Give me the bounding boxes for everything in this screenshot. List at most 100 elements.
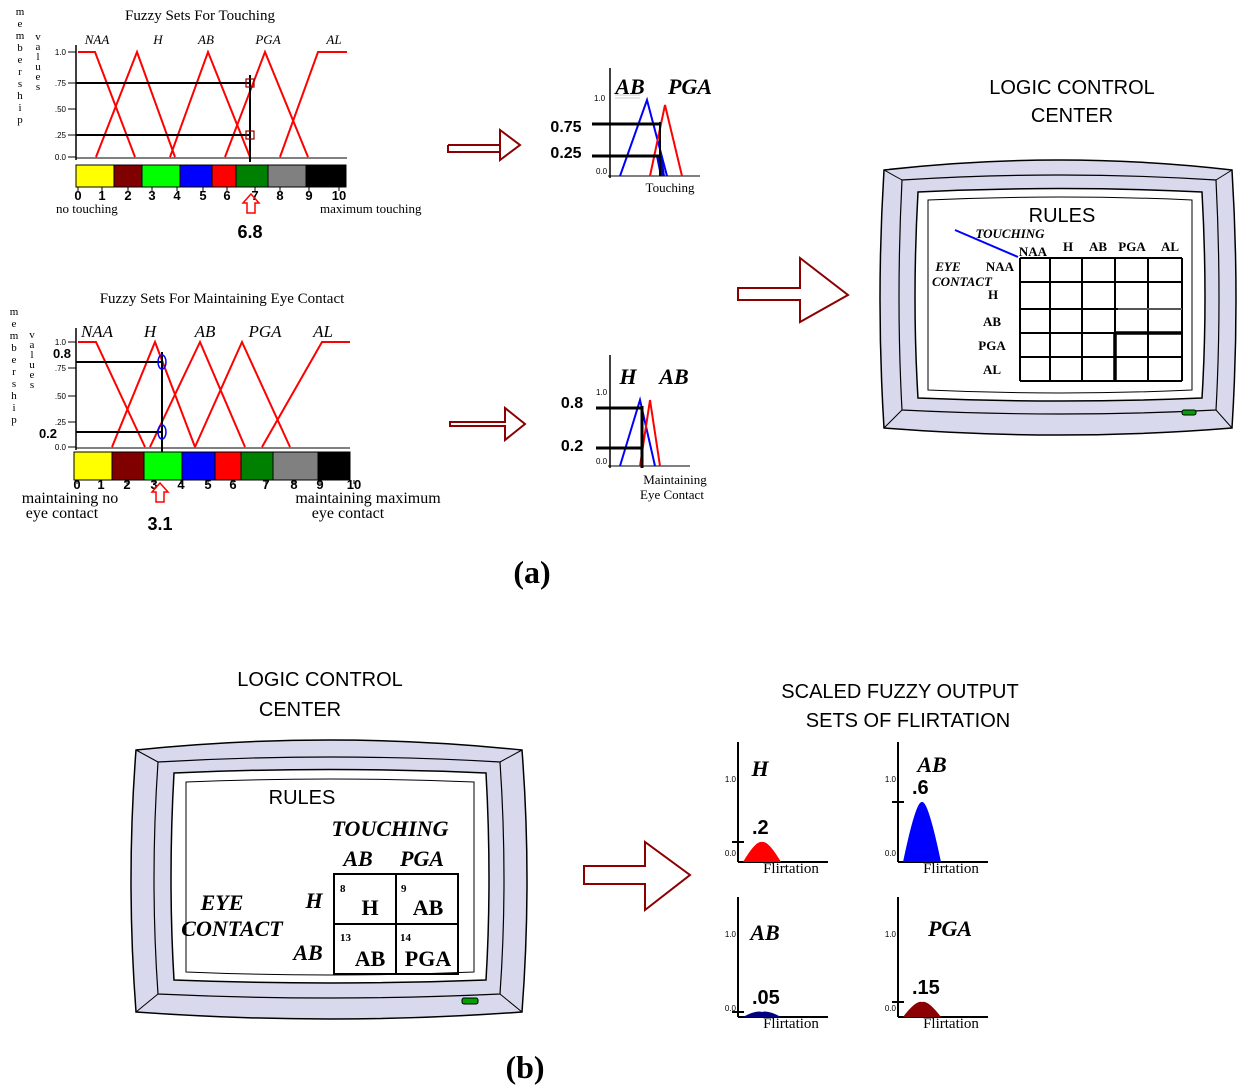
- flirtation-set-name: AB: [748, 920, 779, 945]
- eye-scale-segment: [73, 451, 113, 481]
- output-title-1: SCALED FUZZY OUTPUT: [781, 681, 1018, 703]
- eye-ylabel-letter: p: [11, 414, 17, 426]
- logic-center-b-col-header-2: PGA: [399, 846, 444, 871]
- monitor-b: [130, 739, 528, 1020]
- monitor-b-power-led: [461, 997, 479, 1005]
- flirtation-scaled-set: [743, 1011, 781, 1017]
- touching-scale-number: 6: [223, 188, 230, 203]
- logic-center-b-rule-grid: [333, 873, 459, 975]
- logic-center-a: LOGIC CONTROL CENTER RULES TOUCHING EYE …: [879, 77, 1237, 436]
- flirtation-xlabel: Flirtation: [923, 1016, 979, 1032]
- touching-result-tick-bottom: 0.0: [596, 167, 608, 176]
- flirtation-scaled-set: [743, 841, 781, 862]
- touching-tick-label: 1.0: [55, 48, 67, 57]
- eye-result-low: 0.2: [561, 438, 583, 455]
- eye-scale-number: 1: [97, 477, 104, 492]
- eye-scale-segment: [111, 451, 145, 481]
- flirtation-tick-top: 1.0: [885, 930, 897, 939]
- eye-ylabel-values-letter: l: [30, 349, 33, 361]
- touching-ylabel-values-letter: s: [36, 81, 40, 93]
- logic-center-b: LOGIC CONTROL CENTER RULES TOUCHING AB P…: [130, 669, 528, 1020]
- flirtation-xlabel: Flirtation: [763, 1016, 819, 1032]
- flirtation-value: .15: [912, 977, 940, 999]
- eye-ylabel-letter: b: [11, 342, 17, 354]
- logic-center-b-col-header-1: AB: [341, 846, 372, 871]
- touching-tick-label: .25: [55, 131, 67, 140]
- flirtation-tick-top: 1.0: [885, 775, 897, 784]
- eye-tick-label: .75: [55, 364, 67, 373]
- flirtation-value: .2: [752, 817, 769, 839]
- eye-scale-segment: [240, 451, 274, 481]
- eye-set-name: NAA: [80, 322, 114, 341]
- touching-scale-segment: [75, 164, 115, 188]
- logic-center-a-col-header: AL: [1161, 239, 1179, 254]
- eye-scale-number: 10: [347, 477, 361, 492]
- eye-ylabel-letter: i: [12, 402, 15, 414]
- eye-scale-number: 7: [262, 477, 269, 492]
- eye-scale-number: 5: [204, 477, 211, 492]
- eye-scale-number: 8: [290, 477, 297, 492]
- arrow-touching-to-result: [447, 128, 522, 162]
- touching-set-name: PGA: [254, 32, 280, 47]
- touching-result-low: 0.25: [550, 145, 581, 162]
- logic-center-a-row-header: NAA: [986, 259, 1015, 274]
- touching-result-tick-top: 1.0: [594, 94, 606, 103]
- eye-left-caption-1: maintaining no: [22, 490, 118, 507]
- rule-cell-3-number: 13: [340, 932, 352, 944]
- touching-ylabel-letter: s: [18, 78, 22, 90]
- flirtation-value: .6: [912, 777, 929, 799]
- logic-center-a-col-header: NAA: [1019, 244, 1048, 259]
- panel-a-label: (a): [513, 554, 550, 590]
- touching-set-name: AL: [325, 32, 341, 47]
- eye-contact-chart: Fuzzy Sets For Maintaining Eye Contact m…: [10, 291, 441, 534]
- flirtation-xlabel: Flirtation: [763, 861, 819, 877]
- flirtation-scaled-set: [903, 1001, 941, 1017]
- touching-ylabel-letter: b: [17, 42, 23, 54]
- eye-marker-high: 0.8: [53, 346, 71, 361]
- logic-center-a-col-header: AB: [1089, 239, 1107, 254]
- touching-y-ticks: 1.0.75.50.250.0: [55, 48, 76, 162]
- touching-scale-number: 2: [124, 188, 131, 203]
- logic-center-a-rules-title: RULES: [1029, 205, 1096, 227]
- touching-input-value: 6.8: [237, 222, 262, 242]
- touching-ylabel-letter: e: [18, 18, 23, 30]
- eye-ylabel-letter: e: [12, 318, 17, 330]
- touching-scale-segment: [267, 164, 307, 188]
- eye-scale-number: 2: [123, 477, 130, 492]
- eye-input-arrow: [150, 481, 170, 503]
- eye-result-set-1: H: [618, 364, 637, 389]
- eye-scale-number: 6: [229, 477, 236, 492]
- eye-scale-number: 3: [150, 477, 157, 492]
- logic-center-b-col-axis: TOUCHING: [332, 816, 449, 841]
- eye-result-xlabel-1: Maintaining: [643, 472, 707, 487]
- eye-tick-label: 1.0: [55, 338, 67, 347]
- flirtation-xlabel: Flirtation: [923, 861, 979, 877]
- touching-right-caption: maximum touching: [320, 201, 422, 216]
- logic-center-a-row-header: AL: [983, 362, 1001, 377]
- eye-ylabel-letter: h: [11, 390, 17, 402]
- monitor-a-power-led: [1181, 409, 1197, 416]
- logic-center-a-row-axis-1: EYE: [934, 259, 961, 274]
- eye-result-tick-top: 1.0: [596, 388, 608, 397]
- flirtation-set-name: PGA: [927, 916, 972, 941]
- touching-ylabel-letter: i: [18, 102, 21, 114]
- arrow-logic-center-to-output: [583, 840, 692, 913]
- touching-tick-label: .50: [55, 105, 67, 114]
- logic-center-a-row-header: H: [988, 287, 998, 302]
- touching-scale-segment: [305, 164, 347, 188]
- touching-result-set-1: AB: [613, 74, 644, 99]
- eye-scale-segment: [317, 451, 351, 481]
- flirtation-tick-top: 1.0: [725, 930, 737, 939]
- eye-ylabel-values-letter: u: [29, 359, 35, 371]
- touching-ylabel-letter: p: [17, 114, 23, 126]
- flirtation-value: .05: [752, 987, 780, 1009]
